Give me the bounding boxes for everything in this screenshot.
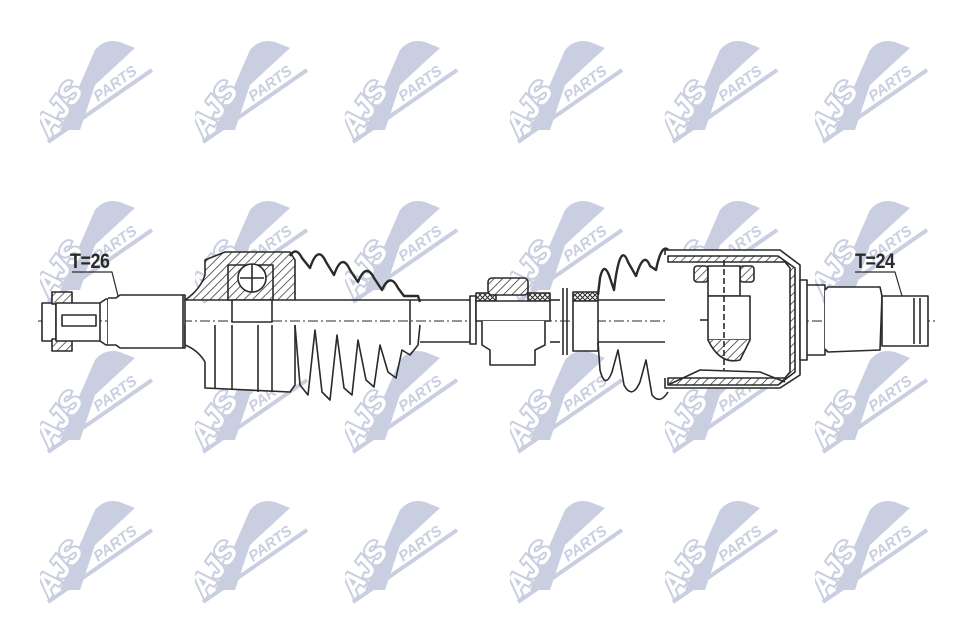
inner-boot bbox=[572, 247, 700, 401]
left-spline-teeth-label: T=26 bbox=[70, 250, 110, 273]
shaft-break bbox=[562, 288, 568, 355]
outer-cv-joint bbox=[184, 251, 296, 393]
outer-boot bbox=[288, 250, 422, 401]
inner-tripod-joint bbox=[664, 249, 801, 389]
mid-shaft bbox=[420, 299, 470, 343]
right-spline-shaft bbox=[799, 271, 929, 361]
damper-weight bbox=[469, 277, 560, 366]
right-spline-teeth-label: T=24 bbox=[855, 250, 895, 273]
left-spline-shaft bbox=[41, 271, 186, 352]
